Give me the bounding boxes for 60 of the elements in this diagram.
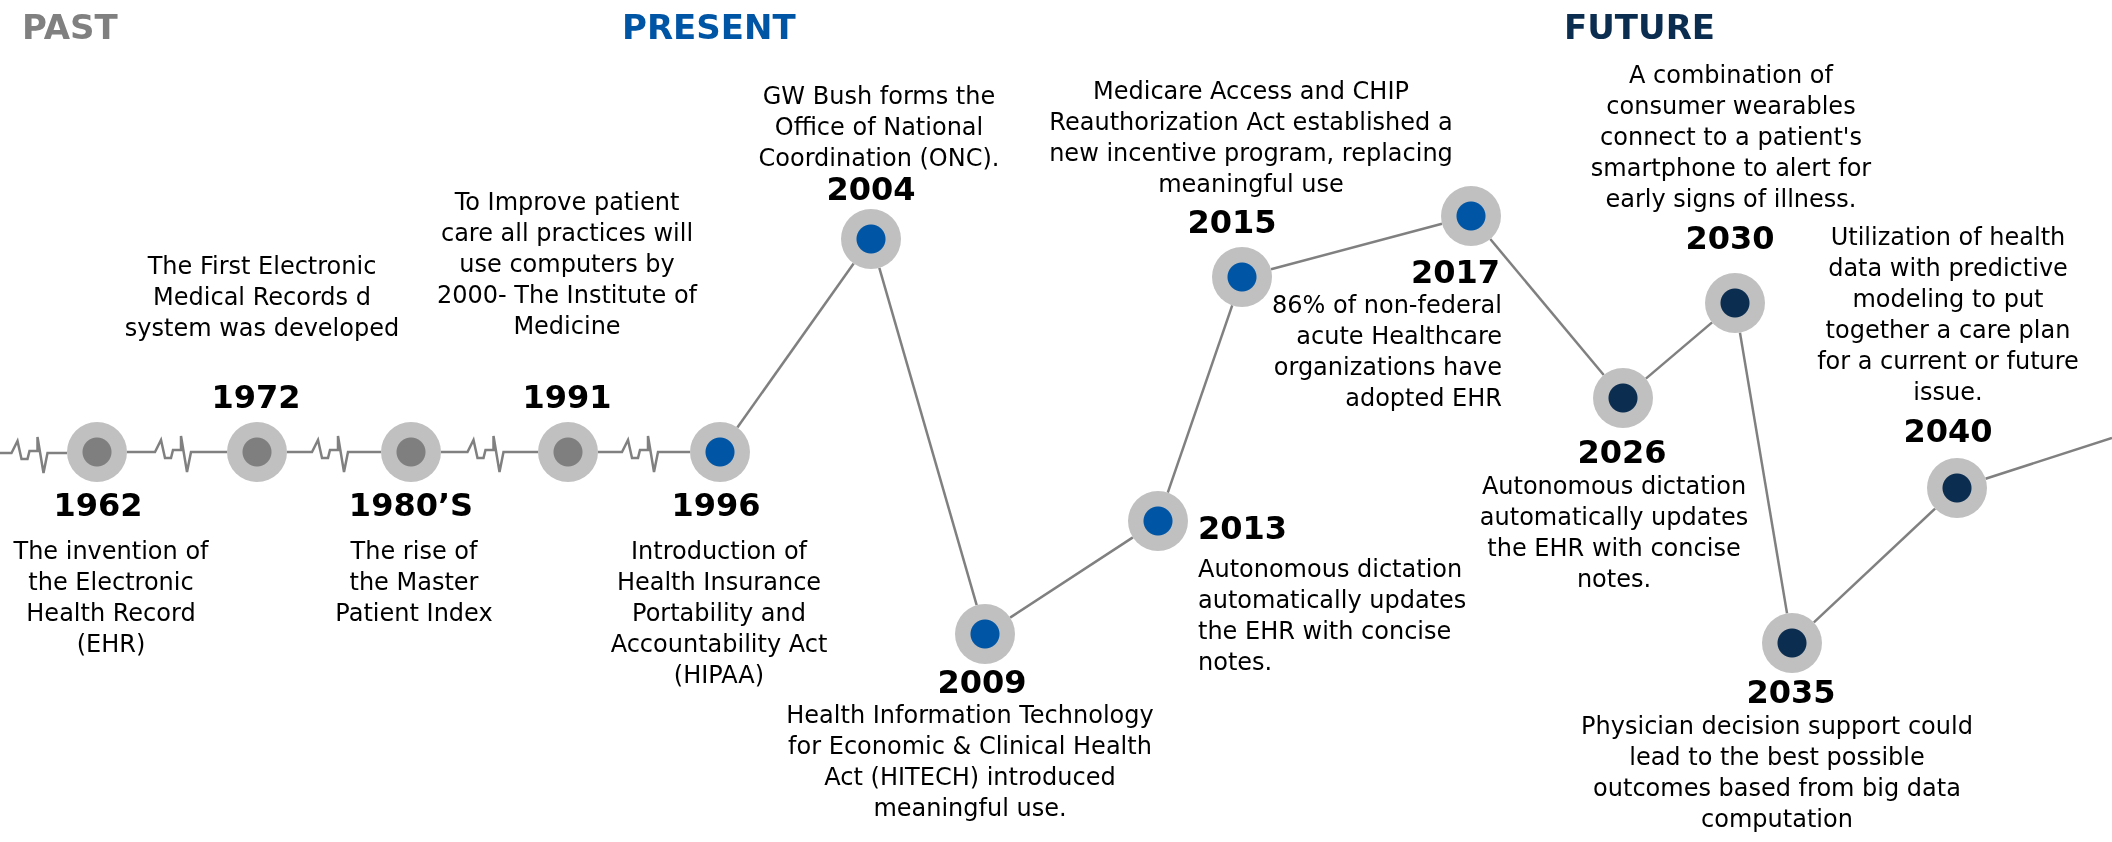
year-label: 2035 [1746,674,1836,710]
year-label: 1996 [671,487,761,523]
timeline-line [1645,321,1713,380]
era-heading: PRESENT [622,8,796,46]
year-label: 2040 [1903,413,1993,449]
timeline-dot [1212,247,1272,307]
timeline-dot [538,422,598,482]
heartbeat-line [287,434,381,474]
year-label: 2009 [937,664,1027,700]
timeline-line [1166,304,1234,494]
milestone-description: Utilization of health data with predictive modeling to put together a care plan for a current or future issue. [1816,222,2080,408]
year-label: 2017 [1410,254,1500,290]
timeline-line [736,262,855,429]
milestone-description: The First Electronic Medical Records d system was developed [124,251,400,344]
timeline-dot [841,209,901,269]
heartbeat-line [0,435,67,475]
timeline-dot [1927,458,1987,518]
timeline-dot [1593,368,1653,428]
timeline-dot [67,422,127,482]
year-label: 1980’S [348,487,474,523]
timeline-dot [227,422,287,482]
milestone-description: To Improve patient care all practices will use computers by 2000- The Institute of Medicine [435,187,699,342]
milestone-description: Medicare Access and CHIP Reauthorization Act established a new incentive program, replacing meaningful use [1048,76,1454,200]
milestone-description: Autonomous dictation automatically updates the EHR with concise notes. [1198,554,1468,678]
milestone-description: Health Information Technology for Economic & Clinical Health Act (HITECH) introduced meaningful use. [785,700,1155,824]
timeline-line [878,267,978,606]
timeline-dot [955,604,1015,664]
timeline-dot [1705,273,1765,333]
heartbeat-line [598,434,690,474]
milestone-description: Autonomous dictation automatically updates the EHR with concise notes. [1478,471,1750,595]
era-heading: PAST [22,8,118,46]
year-label: 2030 [1685,220,1775,256]
milestone-description: A combination of consumer wearables connect to a patient's smartphone to alert for early signs of illness. [1589,60,1873,215]
year-label: 1962 [53,487,143,523]
year-label: 1972 [211,379,301,415]
timeline-dot [1762,613,1822,673]
heartbeat-line [441,434,538,474]
timeline-dot [1441,186,1501,246]
timeline-line [1489,238,1605,376]
milestone-description: Physician decision support could lead to the best possible outcomes based from big data computation [1580,711,1974,835]
milestone-description: The rise of the Master Patient Index [334,536,494,629]
timeline-line [1985,436,2112,480]
year-label: 1991 [522,379,612,415]
milestone-description: The invention of the Electronic Health Record (EHR) [12,536,210,660]
year-label: 2013 [1198,510,1288,546]
year-label: 2015 [1187,204,1277,240]
milestone-description: Introduction of Health Insurance Portability and Accountability Act (HIPAA) [609,536,829,691]
era-heading: FUTURE [1564,8,1716,46]
timeline-line [1738,332,1789,614]
timeline-line [1009,536,1134,619]
milestone-description: GW Bush forms the Office of National Coordination (ONC). [757,81,1001,174]
timeline-dot [1128,491,1188,551]
timeline-line [1813,507,1936,624]
timeline-dot [690,422,750,482]
milestone-description: 86% of non-federal acute Healthcare organizations have adopted EHR [1271,290,1502,414]
timeline-dot [381,422,441,482]
heartbeat-line [127,434,227,474]
timeline-line [1270,222,1443,271]
year-label: 2026 [1577,434,1667,470]
year-label: 2004 [826,171,916,207]
